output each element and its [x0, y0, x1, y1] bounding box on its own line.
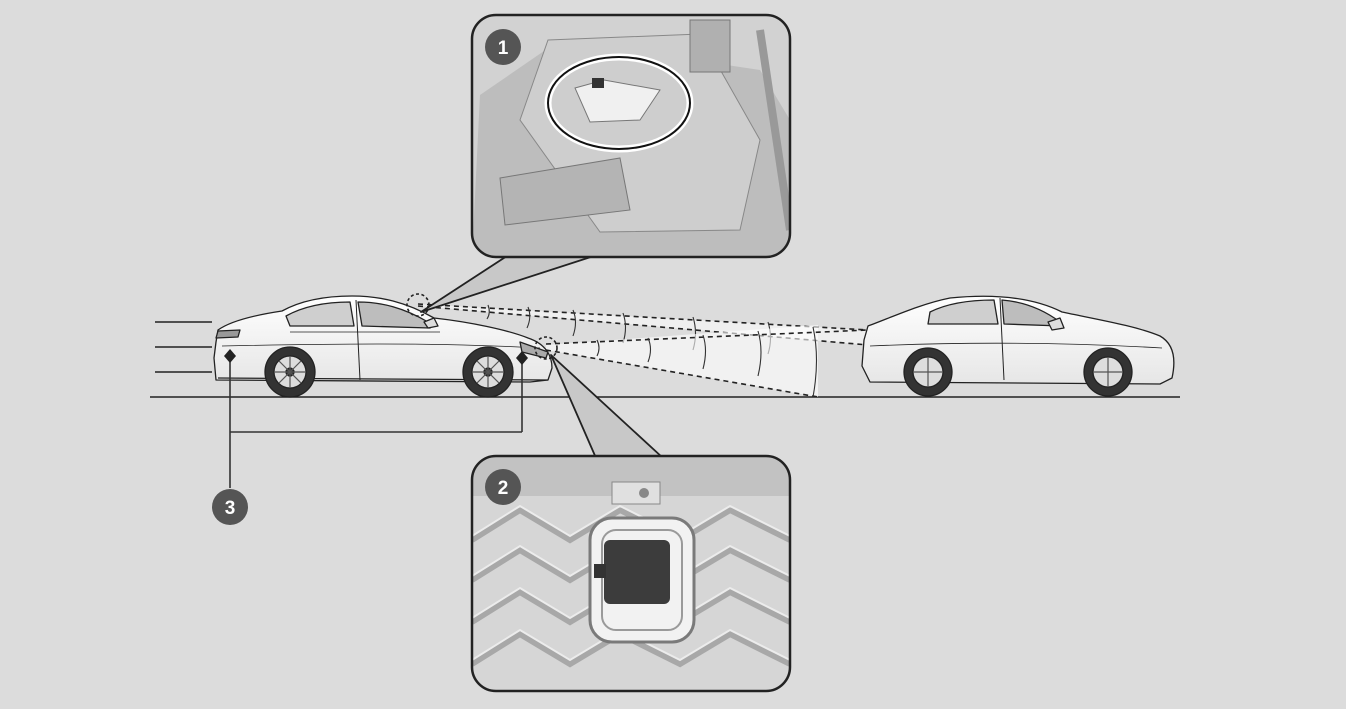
inset-1-pointer	[420, 253, 601, 313]
callout-badge-3: 3	[212, 489, 248, 525]
radar-unit	[604, 540, 670, 604]
motion-lines	[155, 321, 212, 373]
subject-car	[213, 295, 553, 398]
lead-car	[861, 295, 1175, 397]
radar-inset	[470, 454, 792, 693]
svg-text:2: 2	[498, 478, 509, 499]
sensor-marker-front	[516, 351, 528, 365]
callout-badge-1: 1	[485, 29, 521, 65]
radar-detection-zone	[545, 325, 869, 398]
camera-location-marker	[406, 293, 430, 317]
inset-2-pointer	[550, 354, 664, 459]
sensor-bracket-lines	[229, 356, 523, 488]
svg-text:1: 1	[498, 38, 509, 59]
callout-badge-2: 2	[485, 469, 521, 505]
sensor-marker-rear	[224, 349, 236, 363]
radar-location-marker	[534, 336, 558, 360]
svg-text:3: 3	[225, 498, 236, 519]
camera-inset	[470, 13, 792, 259]
